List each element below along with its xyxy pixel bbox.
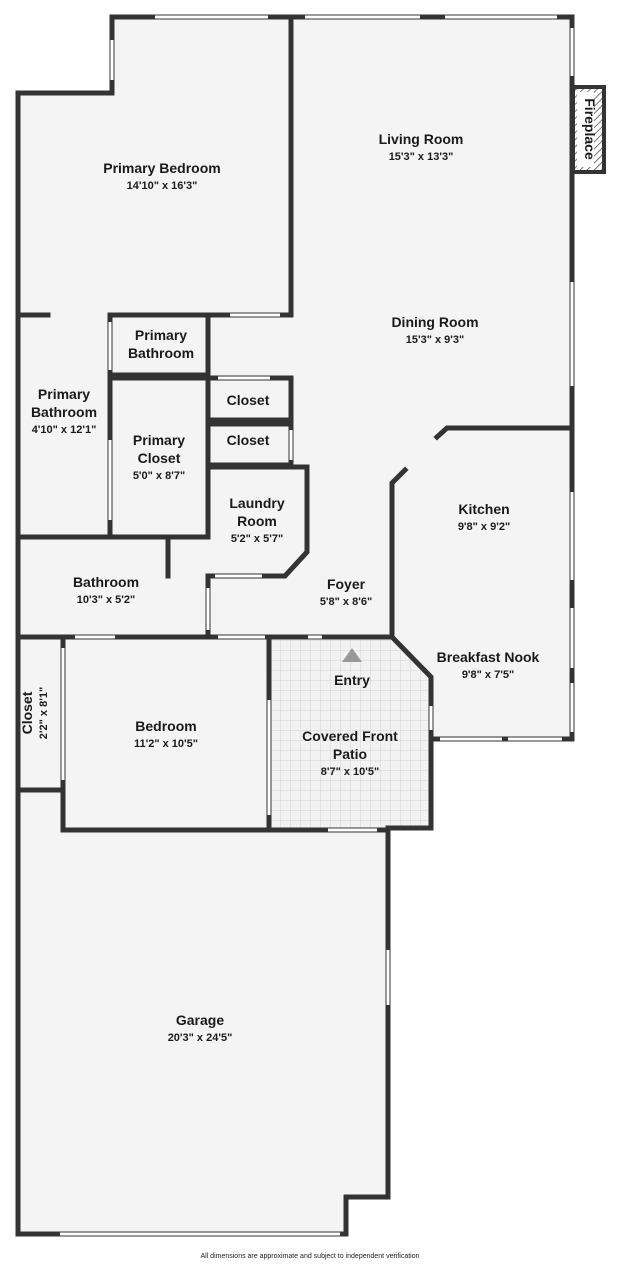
fireplace-name: Fireplace <box>582 98 598 160</box>
living-room-name: Living Room <box>379 131 464 147</box>
closet-b-name: Closet <box>227 432 270 448</box>
foyer-dims: 5'8" x 8'6" <box>320 596 372 608</box>
primary-closet-dims: 5'0" x 8'7" <box>133 470 185 482</box>
foyer-name: Foyer <box>327 576 366 592</box>
covered-patio-dims: 8'7" x 10'5" <box>321 766 379 778</box>
living-room-dims: 15'3" x 13'3" <box>389 151 454 163</box>
laundry-room-name-1: Laundry <box>229 495 284 511</box>
primary-closet-name-2: Closet <box>138 450 181 466</box>
disclaimer-text: All dimensions are approximate and subje… <box>200 1253 420 1260</box>
windows <box>60 15 574 1236</box>
breakfast-nook-name: Breakfast Nook <box>437 649 540 665</box>
laundry-room-dims: 5'2" x 5'7" <box>231 533 283 545</box>
fireplace-label-bg <box>577 92 594 167</box>
primary-bathroom-small-name-2: Bathroom <box>128 345 194 361</box>
kitchen-name: Kitchen <box>458 501 509 517</box>
bedroom-dims: 11'2" x 10'5" <box>134 738 198 750</box>
kitchen-dims: 9'8" x 9'2" <box>458 521 510 533</box>
dining-room-dims: 15'3" x 9'3" <box>406 334 464 346</box>
laundry-room-name-2: Room <box>237 513 277 529</box>
breakfast-nook-dims: 9'8" x 7'5" <box>462 669 514 681</box>
garage-name: Garage <box>176 1012 224 1028</box>
bedroom-name: Bedroom <box>135 718 196 734</box>
bathroom-dims: 10'3" x 5'2" <box>77 594 135 606</box>
primary-bathroom-name-1: Primary <box>38 386 90 402</box>
bathroom-name: Bathroom <box>73 574 139 590</box>
covered-patio-name-1: Covered Front <box>302 728 398 744</box>
primary-bathroom-name-2: Bathroom <box>31 404 97 420</box>
side-closet-name: Closet <box>19 691 35 734</box>
covered-patio-name-2: Patio <box>333 746 367 762</box>
floor-area <box>18 17 572 1234</box>
primary-bedroom-dims: 14'10" x 16'3" <box>127 180 198 192</box>
entry-arrow-icon <box>342 648 362 662</box>
garage-dims: 20'3" x 24'5" <box>168 1032 233 1044</box>
primary-bathroom-dims: 4'10" x 12'1" <box>32 424 97 436</box>
room-labels: Primary Bedroom 14'10" x 16'3" Living Ro… <box>19 98 598 1044</box>
entry-name: Entry <box>334 672 370 688</box>
primary-closet-name-1: Primary <box>133 432 185 448</box>
closet-a-name: Closet <box>227 392 270 408</box>
patio-tile-floor <box>271 640 431 828</box>
primary-bathroom-small-name-1: Primary <box>135 327 187 343</box>
dining-room-name: Dining Room <box>391 314 478 330</box>
primary-bedroom-name: Primary Bedroom <box>103 160 220 176</box>
side-closet-dims: 2'2" x 8'1" <box>38 687 50 739</box>
